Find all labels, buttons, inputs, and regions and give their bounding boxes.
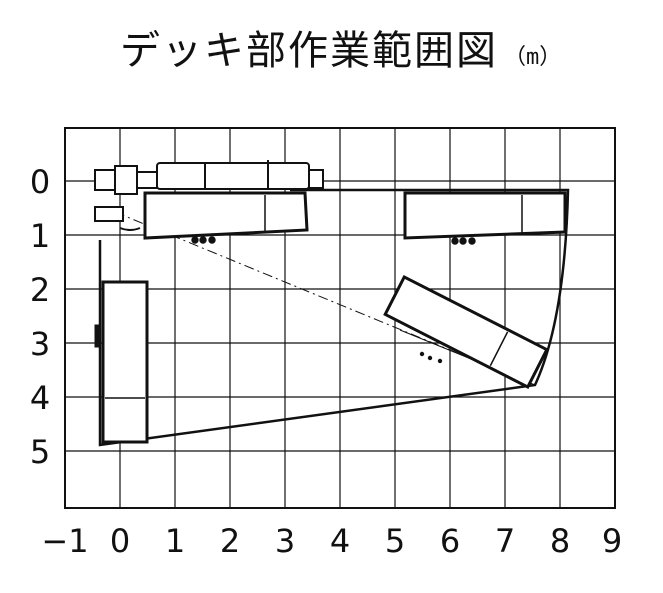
x-tick: 9 — [602, 522, 622, 560]
y-tick: 1 — [30, 217, 50, 255]
y-tick: 0 — [30, 163, 50, 201]
x-tick: 3 — [275, 522, 295, 560]
hook-detail — [119, 227, 141, 231]
x-tick: 6 — [440, 522, 460, 560]
x-tick: 4 — [330, 522, 350, 560]
diagram-title: デッキ部作業範囲図（m） — [120, 18, 640, 78]
x-tick: 0 — [110, 522, 130, 560]
deck-box-left-vertical — [94, 280, 149, 444]
y-tick: 3 — [30, 325, 50, 363]
deck-box-top-left — [143, 191, 309, 244]
deck-box-rotated — [383, 274, 549, 390]
y-axis-ticks: 0 1 2 3 4 5 — [30, 163, 50, 471]
x-tick: 8 — [550, 522, 570, 560]
x-tick: 1 — [165, 522, 185, 560]
y-tick: 5 — [30, 433, 50, 471]
y-tick: 4 — [30, 379, 50, 417]
unit-label: （m） — [504, 45, 562, 70]
deck-box-top-right — [403, 191, 567, 245]
x-axis-ticks: −1 0 1 2 3 4 5 6 7 8 9 — [41, 522, 622, 560]
x-tick: 7 — [495, 522, 515, 560]
work-range-envelope — [98, 188, 570, 447]
crane-boom — [94, 160, 324, 222]
y-tick: 2 — [30, 271, 50, 309]
rotated-box-dots — [419, 351, 443, 364]
reach-dashed-line — [114, 211, 536, 386]
title-text: デッキ部作業範囲図 — [120, 28, 498, 74]
x-tick: 2 — [220, 522, 240, 560]
x-tick: 5 — [385, 522, 405, 560]
x-tick: −1 — [41, 522, 88, 560]
